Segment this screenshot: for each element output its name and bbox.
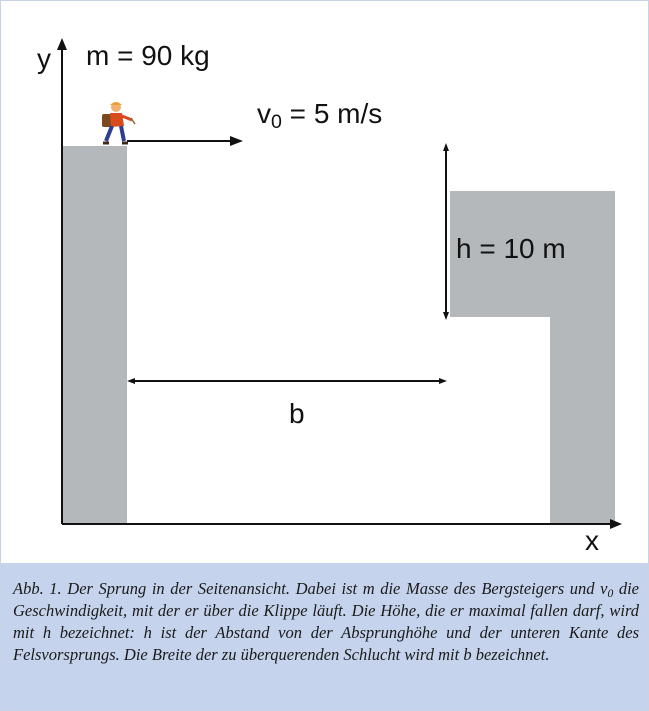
x-axis-arrowhead (610, 519, 622, 529)
jump-diagram (57, 38, 622, 529)
y-axis-arrowhead (57, 38, 67, 50)
height-label: h = 10 m (456, 233, 566, 264)
width-arrowhead-left (127, 378, 135, 384)
width-arrowhead-right (439, 378, 447, 384)
caption-text: Abb. 1. Der Sprung in der Seitenansicht.… (13, 579, 639, 664)
right-rock (450, 191, 615, 524)
x-axis-label: x (585, 525, 599, 556)
velocity-label: v0 = 5 m/s (257, 98, 383, 133)
left-cliff (62, 146, 127, 524)
height-arrowhead-top (443, 143, 449, 151)
velocity-arrowhead (230, 136, 243, 146)
climber-figure (102, 102, 136, 145)
figure-caption: Abb. 1. Der Sprung in der Seitenansicht.… (1, 563, 648, 710)
height-arrowhead-bottom (443, 312, 449, 320)
width-label: b (289, 398, 305, 429)
mass-label: m = 90 kg (86, 40, 210, 71)
y-axis-label: y (37, 43, 51, 74)
